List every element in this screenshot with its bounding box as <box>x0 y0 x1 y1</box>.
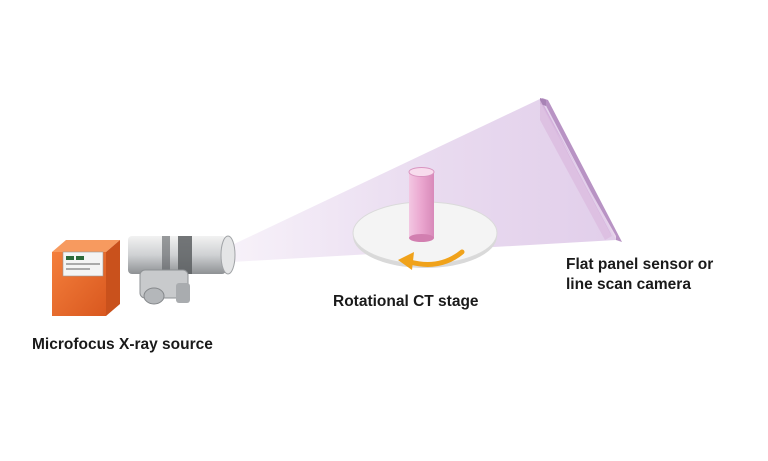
xray-source-icon <box>52 235 236 316</box>
rotation-arrow-icon <box>398 249 465 270</box>
cylinder-sample-icon <box>408 167 435 242</box>
sensor-label-line1: Flat panel sensor or <box>566 256 714 273</box>
source-label: Microfocus X-ray source <box>32 336 213 353</box>
sensor-label: Flat panel sensor or line scan camera <box>566 255 713 295</box>
stage-label: Rotational CT stage <box>333 293 479 310</box>
detector-face <box>540 100 612 240</box>
sensor-label-line2: line scan camera <box>566 276 691 293</box>
